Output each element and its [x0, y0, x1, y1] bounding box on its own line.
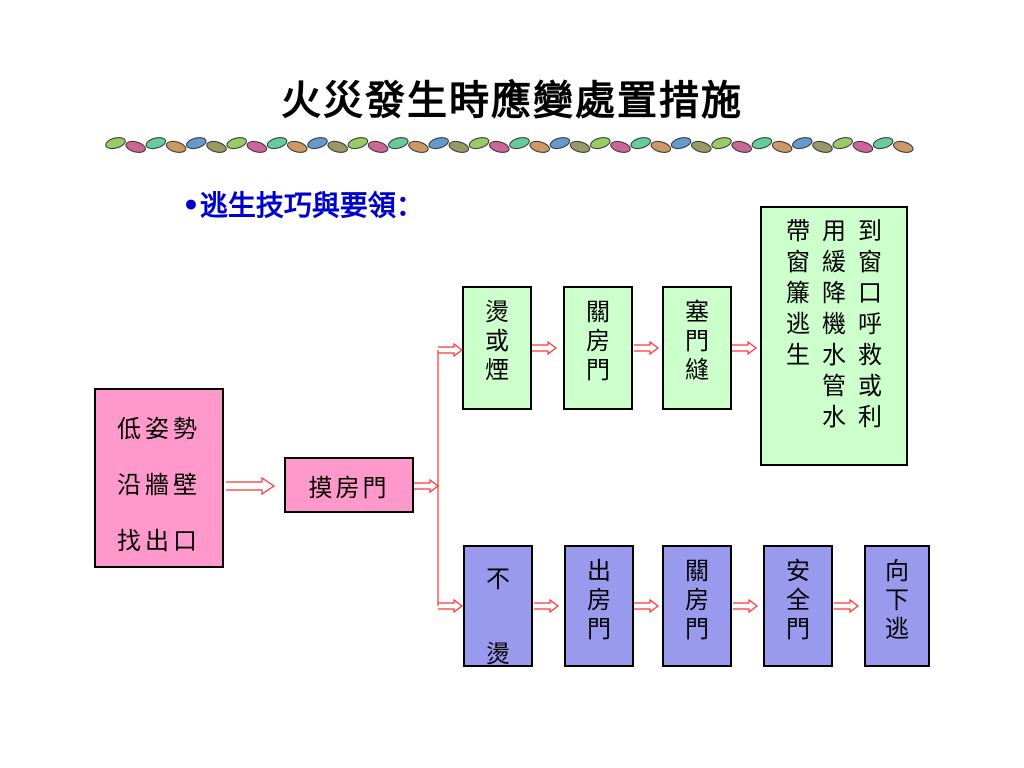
leaf-ornament — [165, 140, 187, 153]
safe-door-label: 安全門 — [786, 557, 810, 643]
decorative-leaf-divider — [105, 137, 914, 153]
safe-door-box: 安全門 — [763, 545, 833, 667]
leaf-ornament — [388, 137, 409, 150]
leaf-ornament — [287, 140, 308, 153]
start-box: 低姿勢 沿牆壁 找出口 — [94, 388, 224, 568]
touch-door-label: 摸房門 — [308, 473, 390, 502]
leaf-ornament — [347, 137, 369, 150]
leaf-ornament — [670, 137, 692, 150]
close-door-label-bottom: 關房門 — [685, 557, 709, 643]
exit-room-label: 出房門 — [587, 557, 611, 643]
leaf-ornament — [125, 140, 146, 153]
leaf-ornament — [771, 140, 793, 153]
arrow-top-1 — [531, 341, 557, 355]
not-hot-char-1: 不 — [486, 565, 510, 593]
window-escape-box: 到窗口呼救或利 用緩降機水管水 帶窗簾逃生 — [760, 206, 908, 466]
arrow-top-3 — [731, 341, 757, 355]
leaf-ornament — [246, 140, 268, 153]
arrow-branch-bottom — [437, 599, 463, 613]
arrow-touch-to-branch — [413, 479, 439, 493]
leaf-ornament — [691, 140, 712, 153]
leaf-ornament — [529, 140, 550, 153]
arrow-start-to-touch — [226, 476, 276, 496]
leaf-ornament — [872, 137, 894, 150]
leaf-ornament — [852, 140, 874, 153]
window-col-1: 到窗口呼救或利 — [858, 217, 882, 431]
leaf-ornament — [610, 140, 631, 153]
leaf-ornament — [448, 140, 470, 153]
leaf-ornament — [266, 137, 288, 150]
leaf-ornament — [630, 137, 651, 150]
arrow-bottom-2 — [633, 599, 659, 613]
leaf-ornament — [408, 140, 429, 153]
leaf-ornament — [428, 137, 449, 150]
leaf-ornament — [812, 140, 833, 153]
leaf-ornament — [105, 137, 126, 150]
leaf-ornament — [590, 137, 611, 150]
leaf-ornament — [832, 137, 853, 150]
seal-door-label: 塞門縫 — [685, 298, 709, 384]
leaf-ornament — [186, 137, 207, 150]
leaf-ornament — [731, 140, 752, 153]
close-door-box-bottom: 關房門 — [662, 545, 732, 667]
arrow-bottom-1 — [533, 599, 559, 613]
hot-smoke-box: 燙或煙 — [462, 286, 532, 410]
leaf-ornament — [792, 137, 813, 150]
not-hot-box: 不 燙 — [463, 545, 533, 668]
close-door-box-top: 關房門 — [563, 286, 633, 410]
arrow-bottom-3 — [732, 599, 758, 613]
window-col-3: 帶窗簾逃生 — [786, 217, 810, 369]
close-door-label-top: 關房門 — [586, 298, 610, 384]
leaf-ornament — [327, 140, 348, 153]
section-subtitle: •逃生技巧與要領： — [182, 189, 424, 222]
go-down-label: 向下逃 — [885, 557, 909, 643]
start-line-3: 找出口 — [117, 527, 201, 555]
leaf-ornament — [468, 137, 490, 150]
leaf-ornament — [650, 140, 672, 153]
leaf-ornament — [307, 137, 328, 150]
exit-room-box: 出房門 — [564, 545, 634, 667]
start-line-1: 低姿勢 — [117, 415, 201, 443]
leaf-ornament — [893, 140, 914, 153]
leaf-ornament — [206, 140, 227, 153]
seal-door-box: 塞門縫 — [662, 286, 732, 410]
arrow-top-2 — [633, 341, 659, 355]
leaf-ornament — [509, 137, 530, 150]
window-col-2: 用緩降機水管水 — [822, 217, 846, 431]
leaf-ornament — [569, 140, 591, 153]
leaf-ornament — [751, 137, 773, 150]
leaf-ornament — [549, 137, 571, 150]
leaf-ornament — [489, 140, 510, 153]
leaf-ornament — [367, 140, 389, 153]
page-title: 火災發生時應變處置措施 — [281, 77, 743, 124]
arrow-branch-top — [437, 343, 463, 357]
leaf-ornament — [145, 137, 167, 150]
leaf-ornament — [711, 137, 732, 150]
not-hot-char-2: 燙 — [486, 640, 510, 668]
arrow-bottom-4 — [833, 599, 859, 613]
leaf-ornament — [226, 137, 247, 150]
hot-smoke-label: 燙或煙 — [485, 298, 509, 384]
start-line-2: 沿牆壁 — [117, 471, 201, 499]
touch-door-box: 摸房門 — [284, 457, 414, 513]
go-down-box: 向下逃 — [864, 545, 930, 667]
